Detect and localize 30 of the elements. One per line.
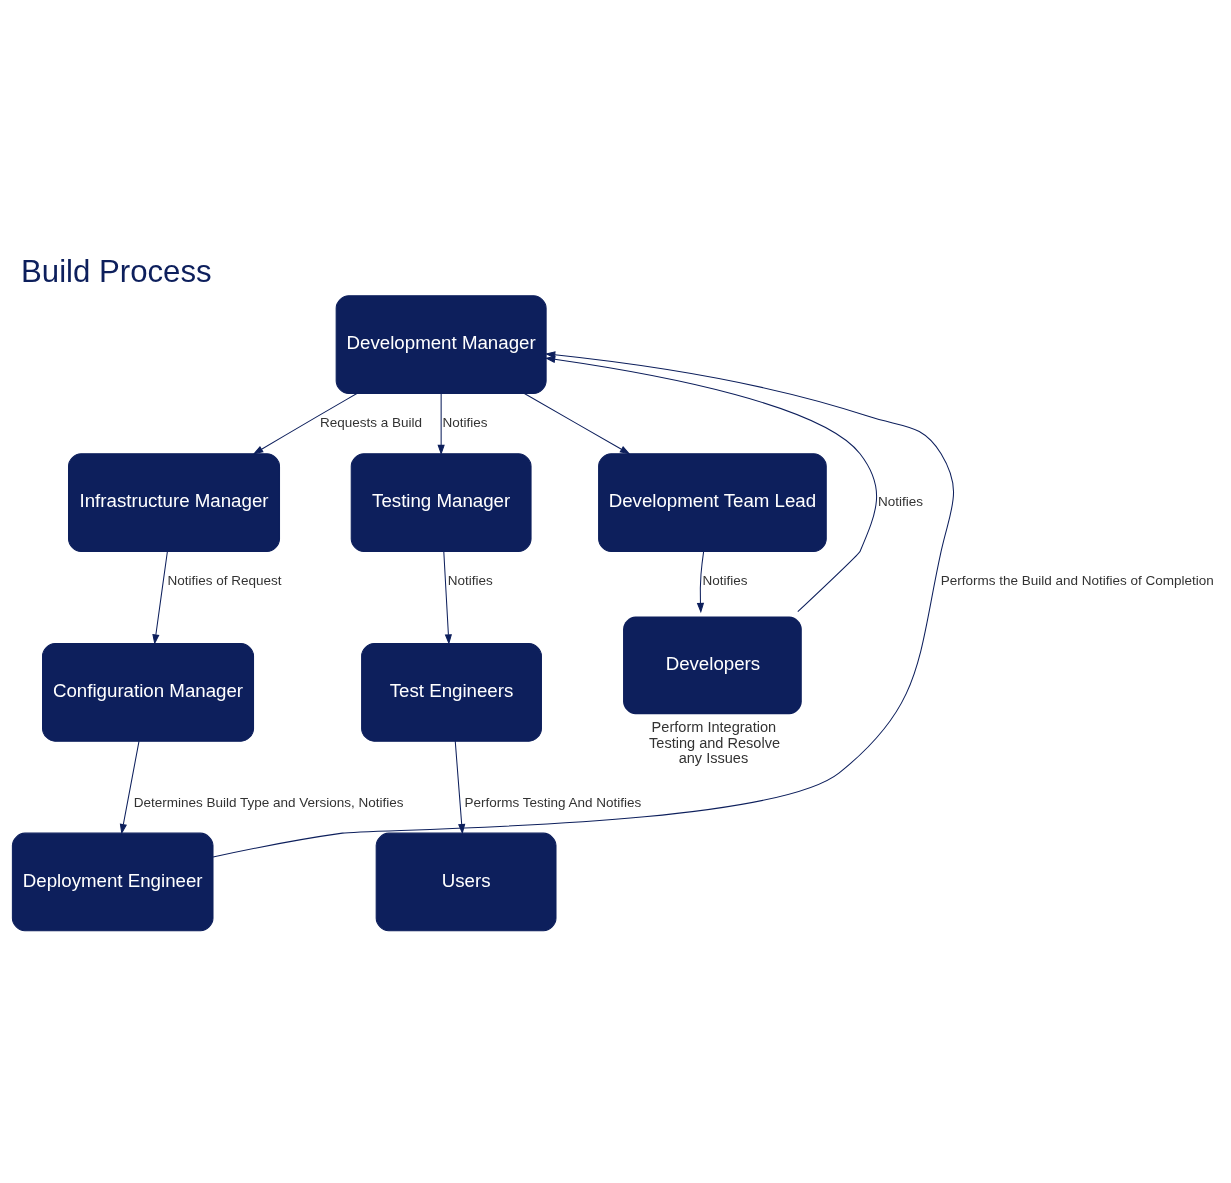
node-box: Testing Manager [350, 452, 532, 552]
node-label: Perform Integration Testing and Resolve any Issues [649, 718, 781, 766]
edge-label: Determines Build Type and Versions, Notifies [133, 794, 404, 810]
diagram-title: Build Process [21, 253, 212, 289]
arrow [544, 355, 878, 612]
arrow [696, 550, 705, 613]
arrow [523, 392, 631, 454]
edge-label: Notifies [702, 572, 748, 588]
node-box: Infrastructure Manager [68, 452, 281, 552]
edge-label: Performs the Build and Notifies of Completion [940, 572, 1214, 588]
node-box: Users [375, 832, 557, 931]
node-box: Development Manager [335, 294, 547, 394]
edge-label: Notifies [878, 493, 924, 509]
edge-label: Notifies [447, 572, 493, 588]
node-box: Configuration Manager [42, 642, 255, 742]
node-box: Deployment Engineer [11, 832, 214, 931]
node-box: Development Team Lead [598, 452, 827, 552]
arrow [212, 350, 955, 858]
node-box: Test Engineers [361, 642, 542, 742]
arrow [454, 740, 466, 834]
edge-label: Notifies of Request [167, 572, 282, 588]
arrow [119, 740, 140, 834]
edge-label: Requests a Build [319, 414, 423, 430]
edge-label: Notifies [442, 414, 488, 430]
arrow [152, 550, 168, 645]
edge-label: Performs Testing And Notifies [464, 794, 642, 810]
arrow [437, 392, 445, 455]
arrow [443, 550, 453, 645]
node-box: Developers [623, 615, 802, 714]
arrow [252, 392, 358, 454]
